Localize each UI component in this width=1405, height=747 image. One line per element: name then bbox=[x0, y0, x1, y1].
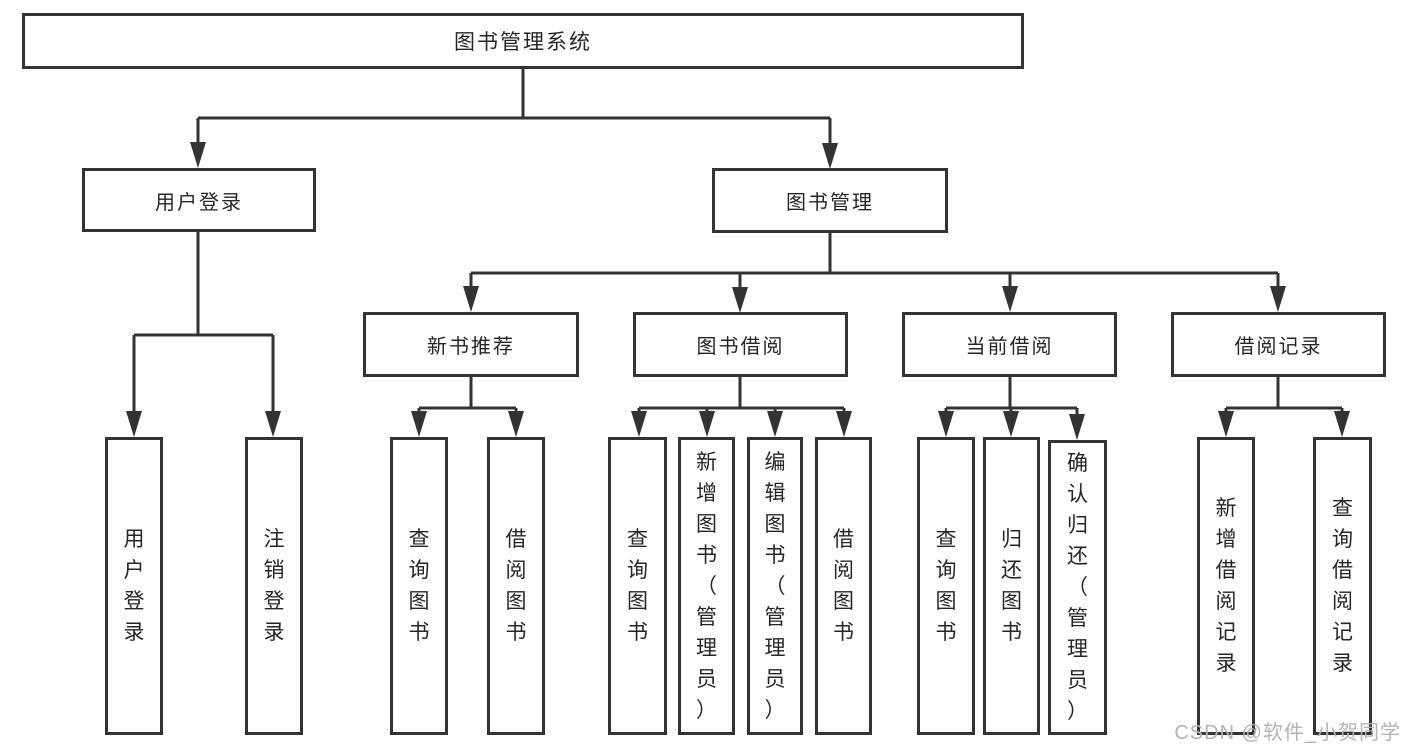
node-label: 用户登录 bbox=[155, 191, 243, 214]
node-label: 新书推荐 bbox=[427, 336, 515, 358]
node-label: 查 询 图 书 bbox=[935, 528, 957, 644]
leaf-borrow-books-2: 借 阅 图 书 bbox=[815, 437, 872, 735]
leaf-borrow-books-1: 借 阅 图 书 bbox=[487, 437, 545, 735]
leaf-query-books-2: 查 询 图 书 bbox=[608, 437, 667, 735]
node-label: 查 询 图 书 bbox=[408, 528, 430, 644]
node-label: 新 增 图 书 （ 管 理 员 ） bbox=[696, 450, 717, 722]
leaf-query-books-3: 查 询 图 书 bbox=[917, 437, 975, 735]
connector-root-to-level2 bbox=[196, 69, 832, 147]
node-label: 当前借阅 bbox=[965, 336, 1054, 358]
connector-borrow-records-children bbox=[1224, 377, 1344, 417]
node-user-login: 用户登录 bbox=[82, 168, 316, 232]
leaf-query-books-1: 查 询 图 书 bbox=[390, 437, 448, 735]
node-current-borrow: 当前借阅 bbox=[902, 312, 1117, 377]
node-label: 借阅记录 bbox=[1234, 336, 1323, 358]
node-label: 归 还 图 书 bbox=[1001, 528, 1022, 644]
node-borrow-records: 借阅记录 bbox=[1171, 312, 1386, 377]
node-label: 用 户 登 录 bbox=[123, 528, 145, 644]
node-label: 查 询 借 阅 记 录 bbox=[1332, 497, 1353, 675]
connector-book-mgmt-to-level3 bbox=[469, 232, 1280, 292]
leaf-confirm-return-admin: 确 认 归 还 （ 管 理 员 ） bbox=[1048, 440, 1107, 735]
node-label: 查 询 图 书 bbox=[627, 528, 648, 644]
leaf-edit-books-admin: 编 辑 图 书 （ 管 理 员 ） bbox=[747, 437, 803, 735]
node-label: 注 销 登 录 bbox=[263, 528, 285, 644]
node-book-borrow: 图书借阅 bbox=[633, 312, 848, 377]
node-label: 图书管理 bbox=[786, 192, 874, 214]
csdn-watermark: CSDN @软件_小贺同学 bbox=[1174, 722, 1401, 744]
leaf-logout: 注 销 登 录 bbox=[245, 437, 303, 735]
node-label: 借 阅 图 书 bbox=[505, 528, 527, 644]
node-label: 编 辑 图 书 （ 管 理 员 ） bbox=[764, 450, 786, 722]
node-book-management: 图书管理 bbox=[712, 168, 948, 233]
leaf-user-login: 用 户 登 录 bbox=[105, 437, 163, 735]
node-label: 借 阅 图 书 bbox=[833, 528, 854, 644]
leaf-query-borrow-record: 查 询 借 阅 记 录 bbox=[1313, 437, 1372, 735]
connector-new-book-children bbox=[417, 377, 518, 417]
node-label: 新 增 借 阅 记 录 bbox=[1215, 497, 1237, 675]
node-label: 图书借阅 bbox=[696, 336, 785, 358]
connector-book-borrow-children bbox=[637, 377, 846, 417]
node-new-book-recommend: 新书推荐 bbox=[363, 312, 579, 377]
node-library-management-system: 图书管理系统 bbox=[22, 13, 1024, 69]
node-label: 确 认 归 还 （ 管 理 员 ） bbox=[1067, 452, 1088, 723]
connector-user-login-children bbox=[132, 231, 275, 416]
leaf-add-books-admin: 新 增 图 书 （ 管 理 员 ） bbox=[678, 437, 735, 735]
leaf-add-borrow-record: 新 增 借 阅 记 录 bbox=[1197, 437, 1255, 735]
node-label: 图书管理系统 bbox=[454, 31, 592, 54]
arrowheads bbox=[126, 142, 1350, 440]
leaf-return-books: 归 还 图 书 bbox=[983, 437, 1040, 735]
